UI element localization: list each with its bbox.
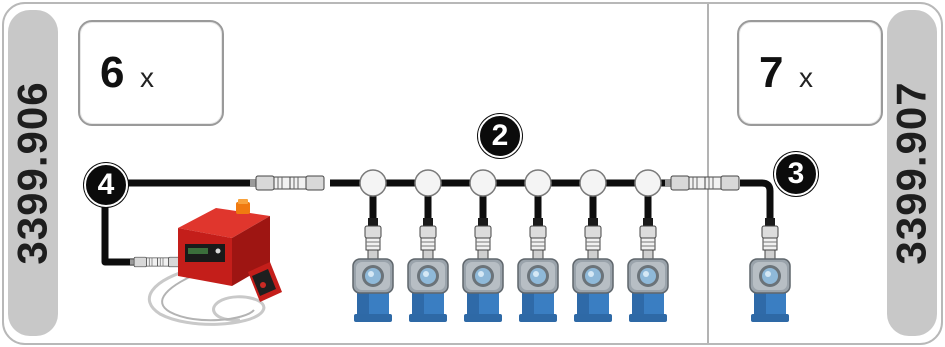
extension-cable — [740, 179, 774, 228]
hazard-lamp-icon — [749, 258, 791, 323]
left-count-box: 6 x — [78, 20, 224, 126]
left-article-number: 3399.906 — [8, 10, 58, 336]
right-count-box: 7 x — [737, 20, 883, 126]
right-article-number-text: 3399.907 — [888, 81, 935, 265]
power-cord-icon — [147, 266, 266, 326]
tee-drop — [572, 169, 614, 323]
controller-unit-icon — [178, 199, 270, 286]
right-article-number: 3399.907 — [887, 10, 937, 336]
left-count-multiplier: x — [140, 62, 154, 93]
badge-tee-cable: 2 — [478, 114, 522, 158]
tee-drop — [352, 169, 394, 323]
tee-drop — [517, 169, 559, 323]
connector-plug-icon — [130, 256, 182, 268]
badge-extension-cable: 3 — [774, 152, 818, 196]
connector-plug-icon — [250, 175, 325, 191]
right-side-panel — [887, 10, 937, 336]
badge-lead-cable: 4 — [84, 163, 128, 207]
handheld-remote-icon — [248, 262, 282, 302]
tee-drop — [627, 169, 669, 323]
right-count-multiplier: x — [799, 62, 813, 93]
left-article-number-text: 3399.906 — [9, 81, 56, 265]
connector-plug-icon — [665, 175, 740, 191]
left-side-panel — [8, 10, 58, 336]
left-count-number: 6 — [100, 48, 125, 97]
tee-drop — [462, 169, 504, 323]
right-count-number: 7 — [759, 48, 784, 97]
tee-drop — [407, 169, 449, 323]
